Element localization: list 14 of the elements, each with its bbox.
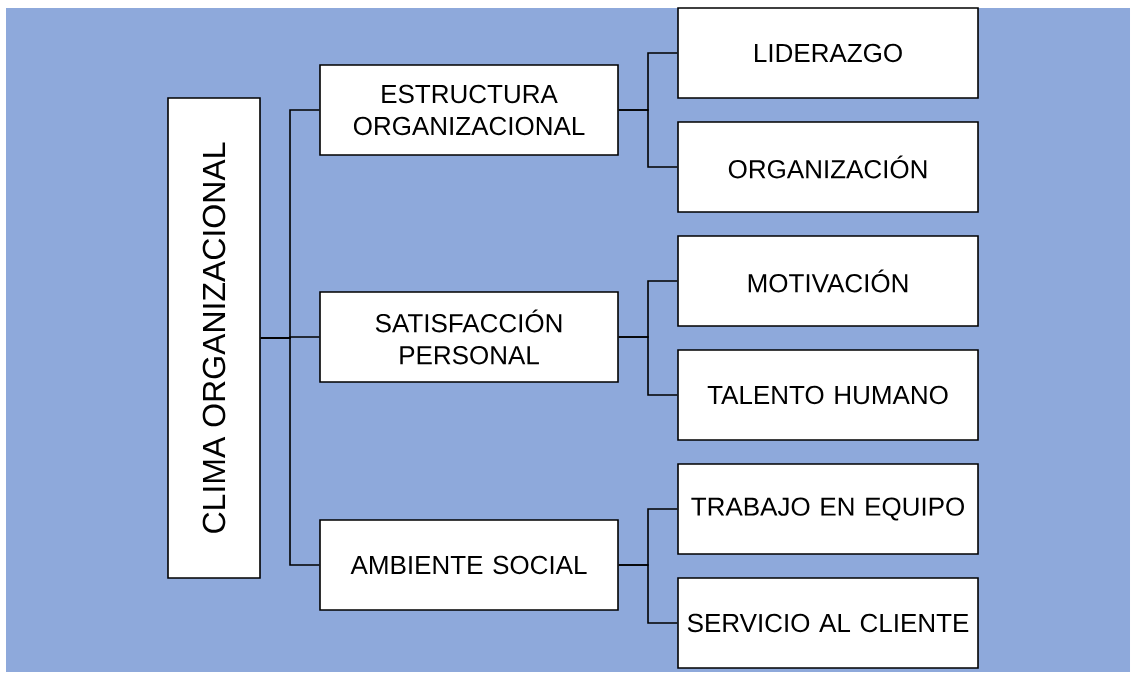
connector-line xyxy=(618,336,678,396)
label-box: SATISFACCIÓN PERSONAL xyxy=(319,291,619,383)
label-box: TRABAJO EN EQUIPO xyxy=(677,463,979,555)
label-box: ORGANIZACIÓN xyxy=(677,121,979,213)
label-box: AMBIENTE SOCIAL xyxy=(319,519,619,611)
connector-line xyxy=(260,337,320,566)
connector-line xyxy=(618,109,678,168)
label-box: ESTRUCTURA ORGANIZACIONAL xyxy=(319,64,619,156)
label-box: LIDERAZGO xyxy=(677,7,979,99)
label-box: MOTIVACIÓN xyxy=(677,235,979,327)
label-box: CLIMA ORGANIZACIONAL xyxy=(167,97,261,579)
connector-line xyxy=(618,564,678,624)
label-box: TALENTO HUMANO xyxy=(677,349,979,441)
label-box: SERVICIO AL CLIENTE xyxy=(677,577,979,669)
